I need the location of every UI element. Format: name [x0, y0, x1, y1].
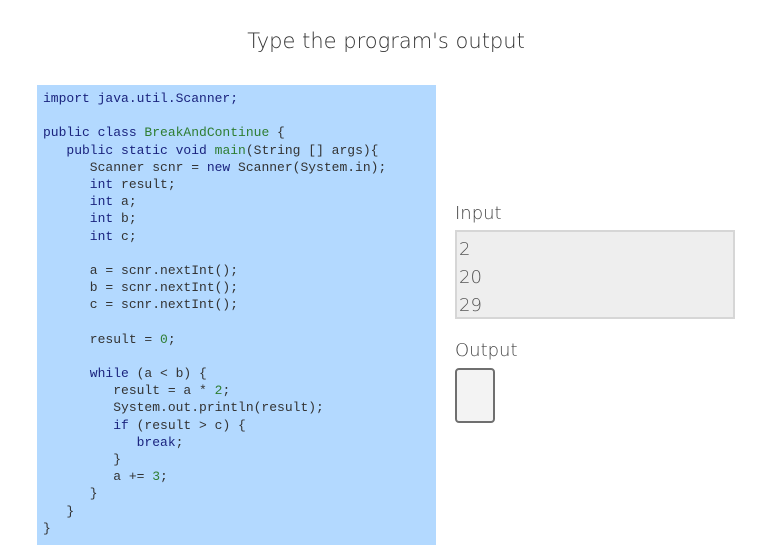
code-token: (result > c) { — [128, 417, 246, 433]
code-token: while — [43, 366, 129, 381]
code-line: } — [43, 485, 436, 502]
input-box: 2 20 29 — [455, 230, 735, 319]
code-token: import java.util.Scanner; — [43, 91, 239, 106]
code-token: public class — [43, 125, 145, 141]
code-token: if — [43, 417, 129, 433]
code-line: } — [43, 451, 436, 468]
code-line: result = a * 2; — [43, 382, 436, 399]
code-line: if (result > c) { — [43, 417, 436, 434]
code-token: result = — [43, 331, 161, 347]
code-token: int — [43, 211, 114, 227]
code-token: 2 — [214, 383, 223, 399]
code-line — [43, 107, 436, 124]
code-line: } — [43, 503, 436, 520]
code-token: result = a * — [43, 383, 215, 399]
code-token: } — [43, 486, 98, 502]
code-token: public static void — [43, 142, 215, 158]
code-token: Scanner(System.in); — [230, 159, 387, 175]
input-label: Input — [455, 203, 502, 224]
input-value: 20 — [459, 267, 482, 288]
code-token: } — [43, 520, 51, 536]
code-token: BreakAndContinue — [144, 125, 270, 141]
code-line: public static void main(String [] args){ — [43, 142, 436, 159]
code-line — [43, 348, 436, 365]
code-line: a = scnr.nextInt(); — [43, 262, 436, 279]
code-token: int — [43, 228, 114, 244]
code-token: int — [43, 194, 114, 210]
input-value: 2 — [459, 239, 471, 260]
code-line: int b; — [43, 210, 436, 227]
code-token: a = scnr.nextInt(); — [43, 262, 239, 278]
code-token: break — [43, 434, 176, 450]
code-token: 0 — [160, 331, 168, 347]
code-line: c = scnr.nextInt(); — [43, 296, 436, 313]
code-panel: import java.util.Scanner; public class Br… — [37, 85, 436, 545]
code-line: Scanner scnr = new Scanner(System.in); — [43, 159, 436, 176]
page-title: Type the program's output — [247, 29, 525, 53]
code-line: int a; — [43, 193, 436, 210]
code-line — [43, 245, 436, 262]
code-line — [43, 313, 436, 330]
code-token: ; — [160, 469, 168, 485]
code-token: int — [43, 176, 114, 192]
code-token: (a < b) { — [128, 366, 207, 381]
code-line: b = scnr.nextInt(); — [43, 279, 436, 296]
code-line: } — [43, 520, 436, 537]
code-line: while (a < b) { — [43, 365, 436, 382]
code-token: (String [] args){ — [245, 142, 379, 158]
code-line: a += 3; — [43, 468, 436, 485]
code-token: ; — [222, 383, 231, 399]
code-token: main — [214, 142, 246, 158]
code-token: b; — [113, 211, 137, 227]
code-line: break; — [43, 434, 436, 451]
code-token: new — [206, 159, 231, 175]
code-line: int c; — [43, 228, 436, 245]
code-line: int result; — [43, 176, 436, 193]
output-field[interactable] — [455, 368, 495, 423]
output-label: Output — [455, 340, 518, 361]
code-token: result; — [113, 176, 176, 192]
code-token: a; — [113, 194, 137, 210]
code-line: public class BreakAndContinue { — [43, 124, 436, 141]
code-token: b = scnr.nextInt(); — [43, 280, 239, 296]
code-token: c; — [113, 228, 137, 244]
code-token: System.out.println(result); — [43, 400, 324, 416]
code-token: a += — [43, 469, 153, 485]
input-value: 29 — [459, 295, 482, 316]
code-line: import java.util.Scanner; — [43, 90, 436, 107]
code-token: ; — [175, 434, 184, 450]
code-token: c = scnr.nextInt(); — [43, 297, 239, 313]
code-token: 3 — [152, 469, 161, 485]
code-token: } — [43, 503, 75, 519]
code-token: { — [269, 125, 285, 141]
code-line: System.out.println(result); — [43, 399, 436, 416]
code-token: Scanner scnr = — [43, 159, 207, 175]
code-token: } — [43, 451, 122, 467]
code-line: result = 0; — [43, 331, 436, 348]
code-token: ; — [167, 331, 176, 347]
